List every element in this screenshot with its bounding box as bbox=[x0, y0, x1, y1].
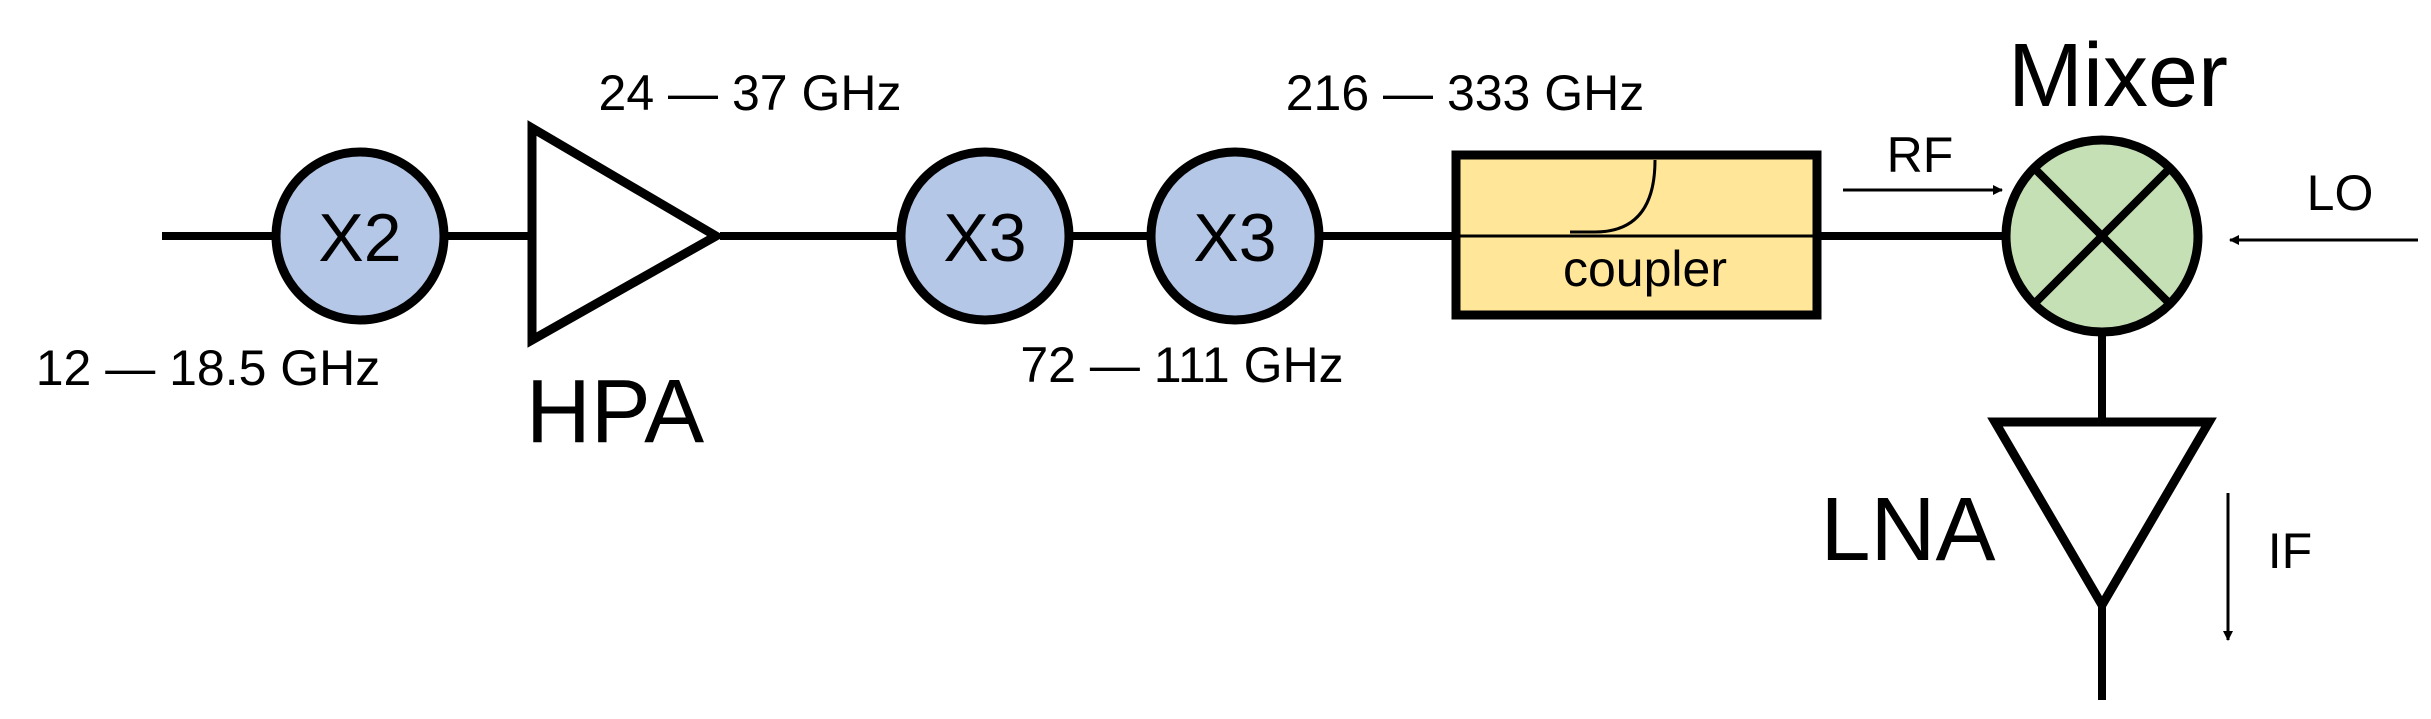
x3-multiplier-1-circle bbox=[896, 147, 1074, 325]
freq-after-second-x3: 216 — 333 GHz bbox=[1286, 65, 1645, 121]
signal-wires bbox=[162, 232, 2106, 700]
hpa-triangle bbox=[527, 120, 726, 348]
lo-label: LO bbox=[2307, 165, 2374, 221]
mixer-cross-b bbox=[2031, 165, 2173, 307]
x3-multiplier-2: X3 bbox=[1146, 147, 1324, 325]
x3-multiplier-2-label: X3 bbox=[1193, 200, 1276, 276]
freq-input: 12 — 18.5 GHz bbox=[36, 340, 381, 396]
lna-triangle bbox=[1987, 417, 2217, 614]
x2-multiplier-label: X2 bbox=[318, 200, 401, 276]
freq-after-hpa: 24 — 37 GHz bbox=[599, 65, 902, 121]
coupler-label: coupler bbox=[1563, 241, 1727, 297]
x3-multiplier-1: X3 bbox=[896, 147, 1074, 325]
mixer: Mixer bbox=[2001, 26, 2228, 337]
signal-arrows: RF LO IF bbox=[1843, 127, 2418, 641]
mixer-label: Mixer bbox=[2008, 26, 2228, 126]
x3-multiplier-1-label: X3 bbox=[943, 200, 1026, 276]
rf-label: RF bbox=[1887, 127, 1954, 183]
directional-coupler: coupler bbox=[1451, 150, 1822, 320]
x2-multiplier: X2 bbox=[271, 147, 449, 325]
x2-multiplier-circle bbox=[271, 147, 449, 325]
x3-multiplier-2-circle bbox=[1146, 147, 1324, 325]
hpa-amplifier: HPA bbox=[526, 120, 726, 462]
if-label: IF bbox=[2268, 523, 2312, 579]
frequency-labels: 12 — 18.5 GHz 24 — 37 GHz 72 — 111 GHz 2… bbox=[36, 65, 1645, 396]
coupler-coupled-arc bbox=[1570, 159, 1657, 234]
hpa-label: HPA bbox=[526, 362, 704, 462]
lna-label: LNA bbox=[1820, 480, 1995, 580]
lna-amplifier: LNA bbox=[1820, 417, 2217, 614]
freq-after-first-x3: 72 — 111 GHz bbox=[1020, 337, 1343, 393]
